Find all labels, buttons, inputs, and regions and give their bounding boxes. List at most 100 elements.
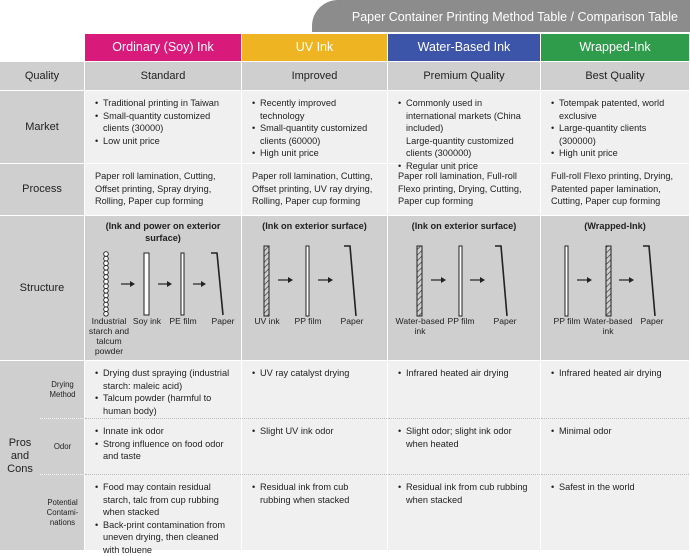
pros-cons-label: Pros and Cons bbox=[0, 361, 40, 551]
list-item: Small-quantity customized clients (30000… bbox=[95, 110, 233, 135]
list-item: Slight odor; slight ink odor when heated bbox=[398, 425, 532, 450]
starch-bead bbox=[104, 261, 109, 266]
table-title: Paper Container Printing Method Table / … bbox=[312, 0, 690, 32]
structure-wrapped: (Wrapped-Ink) PP film Water-based ink Pa… bbox=[541, 216, 690, 361]
sub-label-odor: Odor bbox=[40, 419, 85, 475]
col-header-uv: UV Ink bbox=[242, 34, 388, 62]
col-header-soy: Ordinary (Soy) Ink bbox=[85, 34, 242, 62]
list-item: Drying dust spraying (industrial starch:… bbox=[95, 367, 233, 392]
layer-label: PP film bbox=[438, 316, 484, 326]
paper-layer bbox=[643, 246, 655, 316]
layer-label: PP film bbox=[285, 316, 331, 326]
list-item: Safest in the world bbox=[551, 481, 681, 494]
layer-label: Water-based ink bbox=[580, 316, 636, 336]
comparison-table: Ordinary (Soy) Ink UV Ink Water-Based In… bbox=[0, 34, 690, 551]
starch-bead bbox=[104, 298, 109, 303]
starch-bead bbox=[104, 270, 109, 275]
col-header-wrapped: Wrapped-Ink bbox=[541, 34, 690, 62]
starch-bead bbox=[104, 307, 109, 312]
list-item: Residual ink from cub rubbing when stack… bbox=[252, 481, 379, 506]
col-header-water: Water-Based Ink bbox=[388, 34, 541, 62]
sub-label-drying: Drying Method bbox=[40, 361, 85, 419]
starch-bead bbox=[104, 266, 109, 271]
row-label-structure: Structure bbox=[0, 216, 85, 361]
layer-diagram bbox=[388, 216, 541, 361]
layer-label: Paper bbox=[329, 316, 375, 326]
paper-layer bbox=[344, 246, 356, 316]
starch-bead bbox=[104, 293, 109, 298]
starch-bead bbox=[104, 256, 109, 261]
process-soy: Paper roll lamination, Cutting, Offset p… bbox=[85, 164, 242, 216]
starch-bead bbox=[104, 302, 109, 307]
layer-label: UV ink bbox=[244, 316, 290, 326]
list-item: Innate ink odor bbox=[95, 425, 233, 438]
list-item: Totempak patented, world exclusive bbox=[551, 97, 681, 122]
list-item: Minimal odor bbox=[551, 425, 681, 438]
process-uv: Paper roll lamination, Cutting, Offset p… bbox=[242, 164, 388, 216]
arrow-icon bbox=[121, 281, 206, 287]
list-item: Small-quantity customized clients (60000… bbox=[252, 122, 379, 147]
list-item: Infrared heated air drying bbox=[398, 367, 532, 380]
corner-cell bbox=[0, 34, 85, 62]
uv-ink-layer bbox=[264, 246, 269, 316]
market-wrapped: Totempak patented, world exclusiveLarge-… bbox=[541, 91, 690, 164]
water-ink-layer bbox=[417, 246, 422, 316]
arrow-icon bbox=[431, 277, 485, 283]
pros-cons-soy: Drying dust spraying (industrial starch:… bbox=[85, 361, 242, 551]
structure-water: (Ink on exterior surface) Water-based in… bbox=[388, 216, 541, 361]
row-label-process: Process bbox=[0, 164, 85, 216]
list-item: Large-quantity customized clients (30000… bbox=[398, 135, 532, 160]
list-item: Food may contain residual starch, talc f… bbox=[95, 481, 233, 519]
pp-film-layer bbox=[459, 246, 462, 316]
list-item: Regular unit price bbox=[398, 160, 532, 173]
list-item: Talcum powder (harmful to human body) bbox=[95, 392, 233, 417]
starch-bead bbox=[104, 275, 109, 280]
pe-film-layer bbox=[181, 253, 184, 315]
list-item: Low unit price bbox=[95, 135, 233, 148]
quality-uv: Improved bbox=[242, 62, 388, 91]
structure-soy: (Ink and power on exterior surface) Indu… bbox=[85, 216, 242, 361]
paper-layer bbox=[495, 246, 507, 316]
starch-bead bbox=[104, 252, 109, 257]
list-item: Back-print contamination from uneven dry… bbox=[95, 519, 233, 556]
market-water: Commonly used in international markets (… bbox=[388, 91, 541, 164]
layer-diagram bbox=[242, 216, 388, 361]
list-item: Commonly used in international markets (… bbox=[398, 97, 532, 135]
market-uv: Recently improved technologySmall-quanti… bbox=[242, 91, 388, 164]
list-item: Large-quantity clients (300000) bbox=[551, 122, 681, 147]
list-item: Strong influence on food odor and taste bbox=[95, 438, 233, 463]
starch-bead bbox=[104, 289, 109, 294]
row-label-quality: Quality bbox=[0, 62, 85, 91]
market-soy: Traditional printing in TaiwanSmall-quan… bbox=[85, 91, 242, 164]
row-label-market: Market bbox=[0, 91, 85, 164]
layer-diagram bbox=[541, 216, 690, 361]
starch-beads-layer bbox=[104, 252, 109, 316]
quality-wrapped: Best Quality bbox=[541, 62, 690, 91]
list-item: UV ray catalyst drying bbox=[252, 367, 379, 380]
layer-label: Paper bbox=[200, 316, 246, 326]
pros-cons-uv: UV ray catalyst drying Slight UV ink odo… bbox=[242, 361, 388, 551]
quality-soy: Standard bbox=[85, 62, 242, 91]
starch-bead bbox=[104, 279, 109, 284]
list-item: Infrared heated air drying bbox=[551, 367, 681, 380]
list-item: Residual ink from cub rubbing when stack… bbox=[398, 481, 532, 506]
structure-uv: (Ink on exterior surface) UV ink PP film… bbox=[242, 216, 388, 361]
layer-label: Paper bbox=[629, 316, 675, 326]
pros-cons-water: Infrared heated air drying Slight odor; … bbox=[388, 361, 541, 551]
quality-water: Premium Quality bbox=[388, 62, 541, 91]
layer-label: Paper bbox=[482, 316, 528, 326]
list-item: High unit price bbox=[252, 147, 379, 160]
list-item: High unit price bbox=[551, 147, 681, 160]
paper-layer bbox=[211, 253, 223, 315]
pp-film-layer bbox=[306, 246, 309, 316]
process-wrapped: Full-roll Flexo printing, Drying, Patent… bbox=[541, 164, 690, 216]
list-item: Slight UV ink odor bbox=[252, 425, 379, 438]
pp-film-layer bbox=[565, 246, 568, 316]
list-item: Recently improved technology bbox=[252, 97, 379, 122]
sub-label-contamination: Potential Contami-nations bbox=[40, 475, 85, 551]
soy-ink-layer bbox=[144, 253, 149, 315]
water-ink-layer bbox=[606, 246, 611, 316]
row-label-pros-cons: Pros and Cons Drying Method Odor Potenti… bbox=[0, 361, 85, 551]
pros-cons-wrapped: Infrared heated air drying Minimal odor … bbox=[541, 361, 690, 551]
starch-bead bbox=[104, 284, 109, 289]
